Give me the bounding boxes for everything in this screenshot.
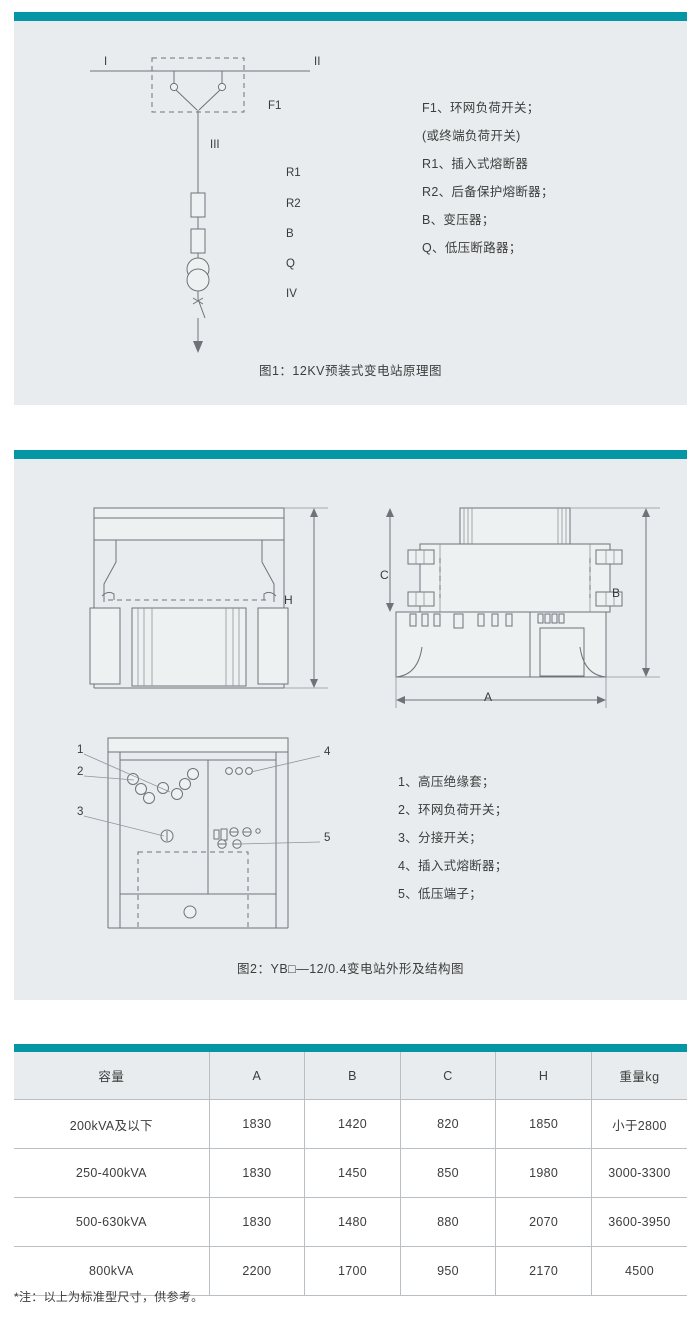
legend-item: 2、环网负荷开关； — [398, 803, 508, 817]
callout-4: 4 — [324, 746, 331, 758]
cell-capacity: 800kVA — [14, 1246, 210, 1296]
switch-label-f1: F1 — [268, 100, 282, 112]
cell-b: 1700 — [304, 1246, 401, 1296]
cell-capacity: 200kVA及以下 — [14, 1099, 210, 1149]
dimension-label-b: B — [612, 586, 621, 600]
callout-3: 3 — [77, 806, 84, 818]
cell-b: 1420 — [304, 1099, 401, 1149]
cell-c: 950 — [400, 1246, 497, 1296]
legend-item: R2、后备保护熔断器； — [422, 185, 554, 199]
header-capacity: 容量 — [14, 1052, 210, 1100]
cell-c: 850 — [400, 1148, 497, 1198]
front-view-drawing — [89, 507, 328, 689]
component-label-b: B — [286, 228, 294, 240]
table-note: *注：以上为标准型尺寸，供参考。 — [14, 1290, 204, 1304]
legend-item: (或终端负荷开关) — [422, 129, 521, 143]
cell-weight: 3000-3300 — [591, 1148, 687, 1198]
cell-c: 880 — [400, 1197, 497, 1247]
header-c: C — [400, 1052, 497, 1100]
figure1-caption: 图1：12KV预装式变电站原理图 — [258, 364, 443, 378]
output-label: IV — [286, 288, 297, 300]
spec-table: 容量 A B C H 重量kg 200kVA及以下 1830 1420 820 … — [14, 1052, 687, 1296]
cell-h: 1980 — [495, 1148, 592, 1198]
callout-5: 5 — [324, 832, 331, 844]
table-row: 200kVA及以下 1830 1420 820 1850 小于2800 — [14, 1099, 687, 1149]
table-row: 500-630kVA 1830 1480 880 2070 3600-3950 — [14, 1197, 687, 1247]
legend-item: 4、插入式熔断器； — [398, 859, 508, 873]
cell-capacity: 250-400kVA — [14, 1148, 210, 1198]
cell-a: 1830 — [209, 1148, 306, 1198]
cell-a: 1830 — [209, 1099, 306, 1149]
legend-item: R1、插入式熔断器 — [422, 157, 529, 171]
spec-table-container: 容量 A B C H 重量kg 200kVA及以下 1830 1420 820 … — [14, 1044, 687, 1296]
callout-1: 1 — [77, 744, 84, 756]
table-row: 250-400kVA 1830 1450 850 1980 3000-3300 — [14, 1148, 687, 1198]
table-accent-bar — [14, 1044, 687, 1052]
panel-accent-bar — [14, 12, 687, 21]
cell-c: 820 — [400, 1099, 497, 1149]
plan-view-drawing — [386, 507, 660, 708]
cell-a: 1830 — [209, 1197, 306, 1247]
component-label-r2: R2 — [286, 198, 301, 210]
callout-2: 2 — [77, 766, 84, 778]
cell-b: 1480 — [304, 1197, 401, 1247]
table-row: 800kVA 2200 1700 950 2170 4500 — [14, 1246, 687, 1296]
header-a: A — [209, 1052, 306, 1100]
component-label-r1: R1 — [286, 167, 301, 179]
header-b: B — [304, 1052, 401, 1100]
dimension-label-h: H — [284, 593, 293, 607]
cell-b: 1450 — [304, 1148, 401, 1198]
legend-item: 3、分接开关； — [398, 831, 483, 845]
legend-item: 5、低压端子； — [398, 887, 483, 901]
dimension-label-a: A — [484, 690, 493, 704]
component-label-q: Q — [286, 258, 295, 270]
cell-h: 2170 — [495, 1246, 592, 1296]
schematic-panel: I II F1 III R1 R2 B Q IV F1、环网负荷开关； (或终端… — [14, 12, 687, 405]
bus-label-left: I — [104, 56, 108, 68]
dimension-label-c: C — [380, 568, 389, 582]
schematic-legend: F1、环网负荷开关； (或终端负荷开关) R1、插入式熔断器 R2、后备保护熔断… — [422, 94, 554, 262]
cell-weight: 小于2800 — [591, 1099, 687, 1149]
legend-item: B、变压器； — [422, 213, 495, 227]
cell-a: 2200 — [209, 1246, 306, 1296]
table-header-row: 容量 A B C H 重量kg — [14, 1052, 687, 1100]
bus-label-right: II — [314, 56, 321, 68]
cell-h: 2070 — [495, 1197, 592, 1247]
outline-panel: H — [14, 450, 687, 1000]
header-weight: 重量kg — [591, 1052, 687, 1100]
branch-label: III — [210, 139, 220, 151]
legend-item: 1、高压绝缘套； — [398, 775, 495, 789]
structure-view-drawing — [83, 737, 321, 929]
legend-item: Q、低压断路器； — [422, 241, 522, 255]
cell-weight: 3600-3950 — [591, 1197, 687, 1247]
legend-item: F1、环网负荷开关； — [422, 101, 540, 115]
schematic-drawing — [90, 57, 310, 353]
cell-capacity: 500-630kVA — [14, 1197, 210, 1247]
structure-legend: 1、高压绝缘套； 2、环网负荷开关； 3、分接开关； 4、插入式熔断器； 5、低… — [398, 768, 508, 908]
figure2-caption: 图2：YB□—12/0.4变电站外形及结构图 — [237, 962, 464, 976]
panel-accent-bar — [14, 450, 687, 459]
cell-h: 1850 — [495, 1099, 592, 1149]
cell-weight: 4500 — [591, 1246, 687, 1296]
header-h: H — [495, 1052, 592, 1100]
